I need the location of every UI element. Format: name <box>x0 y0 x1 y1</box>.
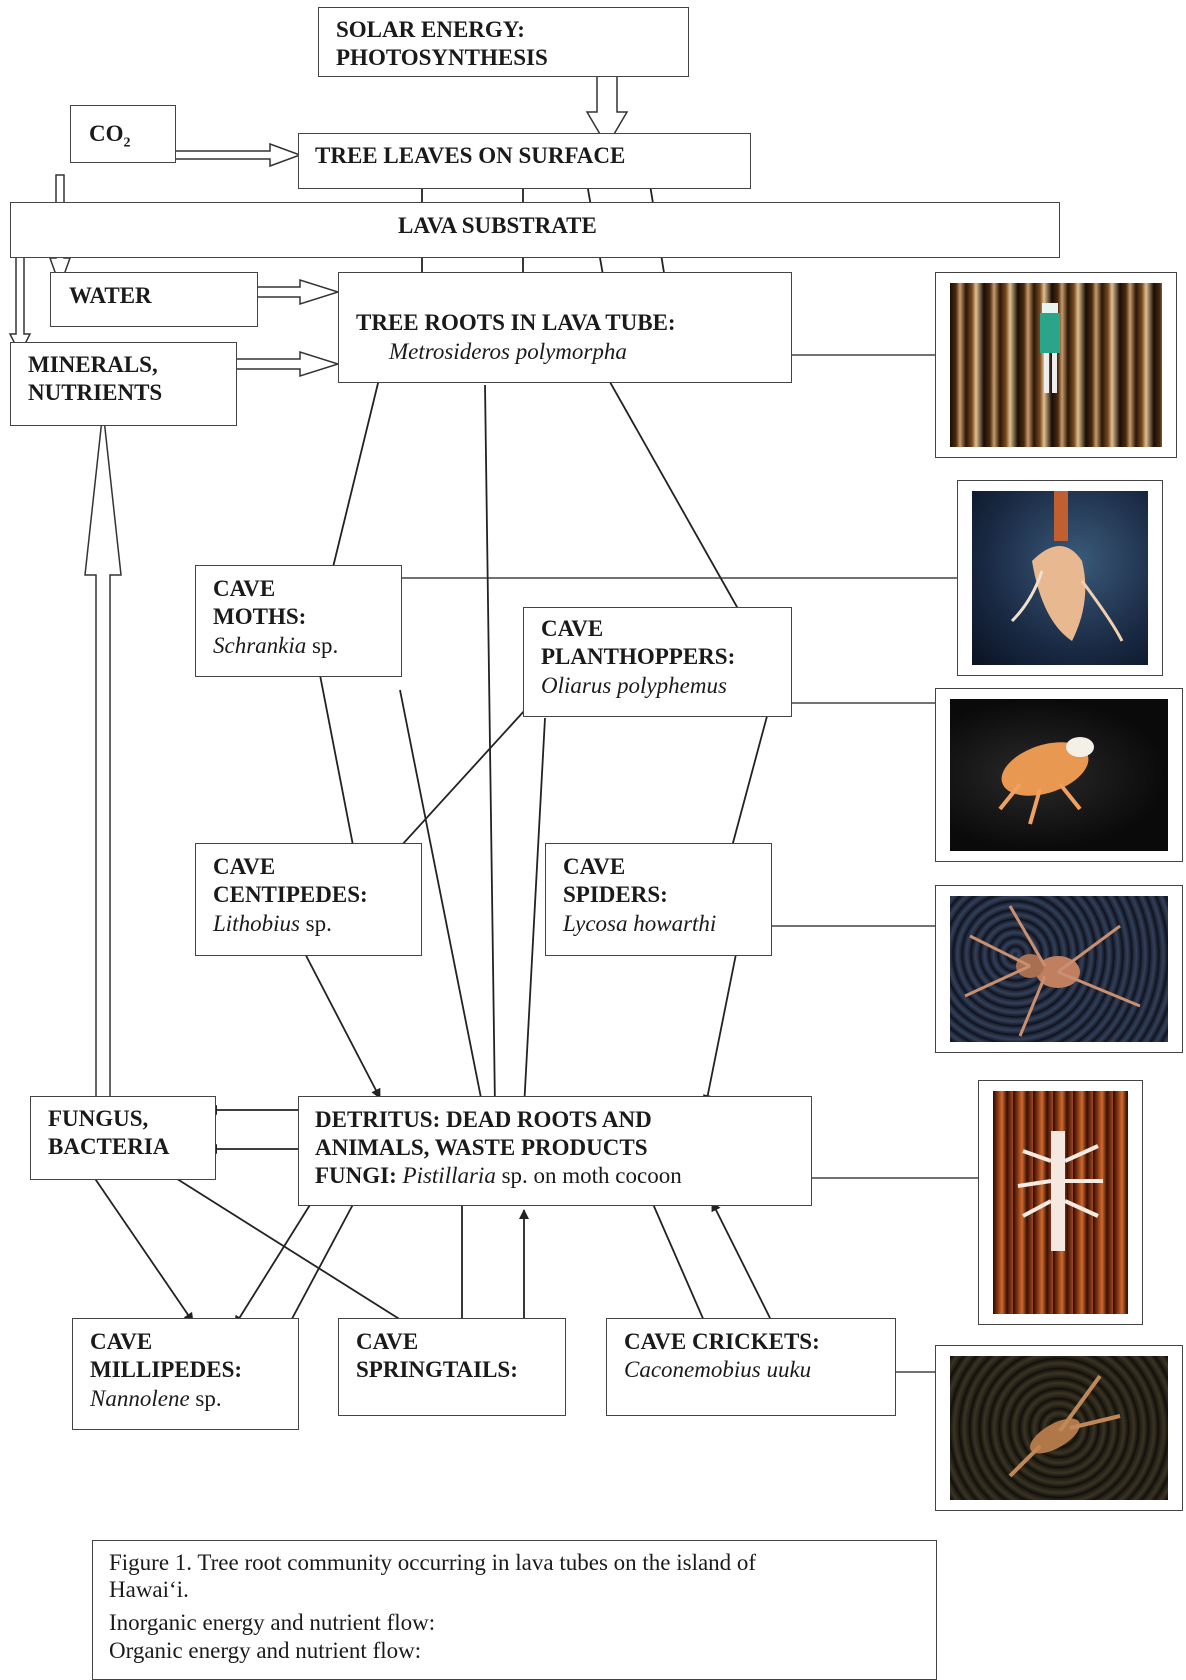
tree-leaves-box: TREE LEAVES ON SURFACE <box>298 133 751 189</box>
fungi-label: FUNGI: <box>315 1163 397 1188</box>
tree-roots-species: Metrosideros polymorpha <box>389 339 627 364</box>
crickets-species: Caconemobius uuku <box>624 1357 812 1382</box>
millipedes-species: Nannolene sp. <box>90 1385 222 1413</box>
solar-line-2: PHOTOSYNTHESIS <box>336 45 548 70</box>
fungus-line-1: FUNGUS, <box>48 1106 149 1131</box>
centipedes-title-1: CAVE <box>213 854 276 879</box>
millipedes-genus: Nannolene <box>90 1386 190 1411</box>
spider-photo <box>935 885 1183 1053</box>
tree-roots-photo <box>935 272 1177 458</box>
minerals-line-2: NUTRIENTS <box>28 380 163 405</box>
centipedes-title-2: CENTIPEDES: <box>213 882 368 907</box>
lava-substrate-box: LAVA SUBSTRATE <box>10 202 1060 258</box>
co2-base: CO <box>89 121 124 146</box>
moths-species: Schrankia sp. <box>213 632 338 660</box>
tree-roots-title: TREE ROOTS IN LAVA TUBE: <box>356 310 676 335</box>
solar-energy-box: SOLAR ENERGY: PHOTOSYNTHESIS <box>318 7 689 77</box>
cave-planthoppers-box: CAVE PLANTHOPPERS: Oliarus polyphemus <box>523 607 792 717</box>
spiders-title-1: CAVE <box>563 854 626 879</box>
photo-connectors <box>400 354 978 1373</box>
planthoppers-title-1: CAVE <box>541 616 604 641</box>
solar-line-1: SOLAR ENERGY: <box>336 17 525 42</box>
figure-caption: Figure 1. Tree root community occurring … <box>92 1540 937 1680</box>
detritus-box: DETRITUS: DEAD ROOTS AND ANIMALS, WASTE … <box>298 1096 812 1206</box>
spiders-species: Lycosa howarthi <box>563 911 717 936</box>
moths-sp: sp. <box>306 633 339 658</box>
planthopper-photo <box>935 688 1183 862</box>
centipedes-genus: Lithobius <box>213 911 300 936</box>
co2-box: CO2 <box>70 105 176 163</box>
moth-photo <box>957 480 1163 676</box>
planthoppers-title-2: PLANTHOPPERS: <box>541 644 736 669</box>
minerals-line-1: MINERALS, <box>28 352 158 377</box>
millipedes-title-1: CAVE <box>90 1329 153 1354</box>
cricket-photo <box>935 1345 1183 1511</box>
centipedes-species: Lithobius sp. <box>213 910 332 938</box>
minerals-box: MINERALS, NUTRIENTS <box>10 342 237 426</box>
caption-line-2: Hawai‘i. <box>109 1577 189 1602</box>
millipedes-sp: sp. <box>189 1386 222 1411</box>
tree-roots-box: TREE ROOTS IN LAVA TUBE: Metrosideros po… <box>338 272 792 383</box>
fungi-genus: Pistillaria <box>402 1163 496 1188</box>
cave-centipedes-box: CAVE CENTIPEDES: Lithobius sp. <box>195 843 422 956</box>
fungus-bacteria-box: FUNGUS, BACTERIA <box>30 1096 216 1180</box>
springtails-title-1: CAVE <box>356 1329 419 1354</box>
co2-label: CO2 <box>89 120 131 158</box>
legend-inorganic-label: Inorganic energy and nutrient flow: <box>109 1610 436 1635</box>
moths-title-1: CAVE <box>213 576 276 601</box>
moths-genus: Schrankia <box>213 633 307 658</box>
millipede-photo <box>978 1080 1143 1325</box>
detritus-fungi: FUNGI: Pistillaria sp. on moth cocoon <box>315 1162 682 1190</box>
millipedes-title-2: MILLIPEDES: <box>90 1357 243 1382</box>
spiders-title-2: SPIDERS: <box>563 882 668 907</box>
fungus-line-2: BACTERIA <box>48 1134 170 1159</box>
cave-millipedes-box: CAVE MILLIPEDES: Nannolene sp. <box>72 1318 299 1430</box>
cave-moths-box: CAVE MOTHS: Schrankia sp. <box>195 565 402 677</box>
tree-leaves-label: TREE LEAVES ON SURFACE <box>315 143 626 168</box>
springtails-title-2: SPRINGTAILS: <box>356 1357 518 1382</box>
co2-subscript: 2 <box>123 135 131 151</box>
centipedes-sp: sp. <box>299 911 332 936</box>
detritus-line-1: DETRITUS: DEAD ROOTS AND <box>315 1107 652 1132</box>
moths-title-2: MOTHS: <box>213 604 307 629</box>
cave-springtails-box: CAVE SPRINGTAILS: <box>338 1318 566 1416</box>
planthoppers-species: Oliarus polyphemus <box>541 673 727 698</box>
crickets-title: CAVE CRICKETS: <box>624 1329 820 1354</box>
legend-organic-label: Organic energy and nutrient flow: <box>109 1638 422 1663</box>
water-label: WATER <box>69 283 152 308</box>
detritus-line-2: ANIMALS, WASTE PRODUCTS <box>315 1135 648 1160</box>
cave-crickets-box: CAVE CRICKETS: Caconemobius uuku <box>606 1318 896 1416</box>
water-box: WATER <box>50 272 258 327</box>
fungi-rest: sp. on moth cocoon <box>495 1163 682 1188</box>
lava-substrate-label: LAVA SUBSTRATE <box>398 213 597 238</box>
caption-line-1: Figure 1. Tree root community occurring … <box>109 1550 757 1575</box>
cave-spiders-box: CAVE SPIDERS: Lycosa howarthi <box>545 843 772 956</box>
